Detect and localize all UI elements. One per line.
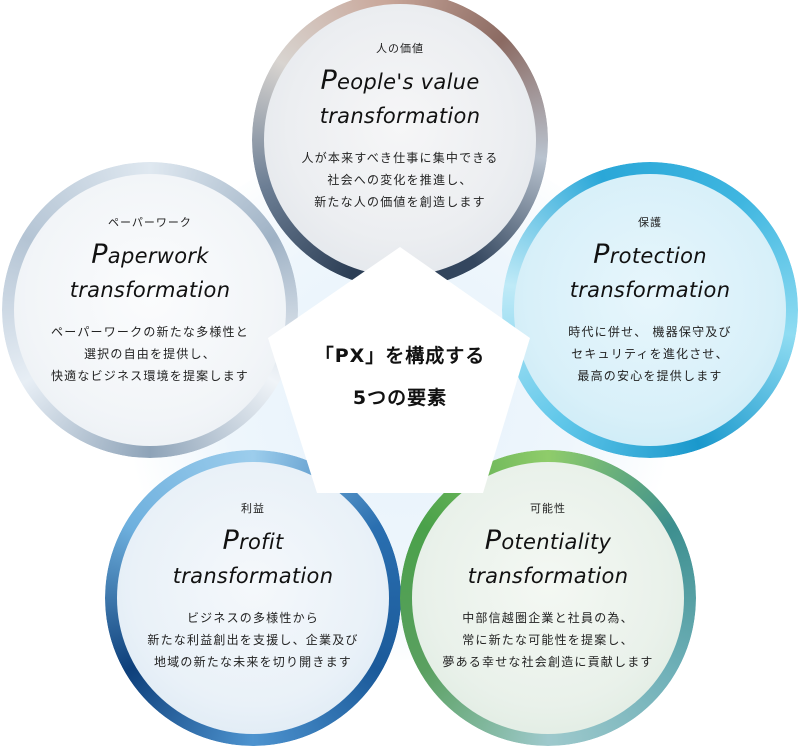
jp-label: 保護	[638, 216, 662, 229]
description: 時代に併せ、 機器保守及び セキュリティを進化させ、 最高の安心を提供します	[568, 325, 732, 383]
circle-content: 利益 Profit transformation ビジネスの多様性から 新たな利…	[105, 500, 401, 673]
description: 中部信越圏企業と社員の為、 常に新たな可能性を提案し、 夢ある幸せな社会創造に貢…	[442, 611, 654, 669]
en-title: Potentiality transformation	[467, 525, 629, 588]
en-title: People's value transformation	[319, 65, 481, 128]
circle-content: 人の価値 People's value transformation 人が本来す…	[252, 40, 548, 213]
center-heading-line1: 「PX」を構成する	[314, 345, 486, 367]
circle-inner	[264, 4, 536, 276]
element-circle-people: 人の価値 People's value transformation 人が本来す…	[252, 0, 548, 288]
center-heading: 「PX」を構成する 5つの要素	[270, 340, 530, 414]
jp-label: 利益	[241, 502, 265, 515]
description: ペーパーワークの新たな多様性と 選択の自由を提供し、 快適なビジネス環境を提案し…	[50, 325, 249, 383]
element-circle-profit: 利益 Profit transformation ビジネスの多様性から 新たな利…	[105, 450, 401, 746]
en-title: Protection transformation	[569, 239, 731, 302]
description: ビジネスの多様性から 新たな利益創出を支援し、企業及び 地域の新たな未来を切り開…	[147, 611, 359, 669]
circle-content: ペーパーワーク Paperwork transformation ペーパーワーク…	[2, 214, 298, 387]
en-title: Profit transformation	[172, 525, 334, 588]
circle-inner	[117, 462, 389, 734]
circle-content: 保護 Protection transformation 時代に併せ、 機器保守…	[502, 214, 798, 387]
jp-label: 人の価値	[376, 42, 424, 55]
element-circle-paperwork: ペーパーワーク Paperwork transformation ペーパーワーク…	[2, 162, 298, 458]
circle-inner	[412, 462, 684, 734]
circle-inner	[514, 174, 786, 446]
jp-label: 可能性	[530, 502, 566, 515]
jp-label: ペーパーワーク	[108, 216, 192, 229]
element-circle-protection: 保護 Protection transformation 時代に併せ、 機器保守…	[502, 162, 798, 458]
description: 人が本来すべき仕事に集中できる 社会への変化を推進し、 新たな人の価値を創造しま…	[301, 151, 499, 209]
center-heading-line2: 5つの要素	[352, 387, 448, 409]
element-circle-potentiality: 可能性 Potentiality transformation 中部信越圏企業と…	[400, 450, 696, 746]
en-title: Paperwork transformation	[69, 239, 231, 302]
circle-content: 可能性 Potentiality transformation 中部信越圏企業と…	[400, 500, 696, 673]
circle-inner	[14, 174, 286, 446]
